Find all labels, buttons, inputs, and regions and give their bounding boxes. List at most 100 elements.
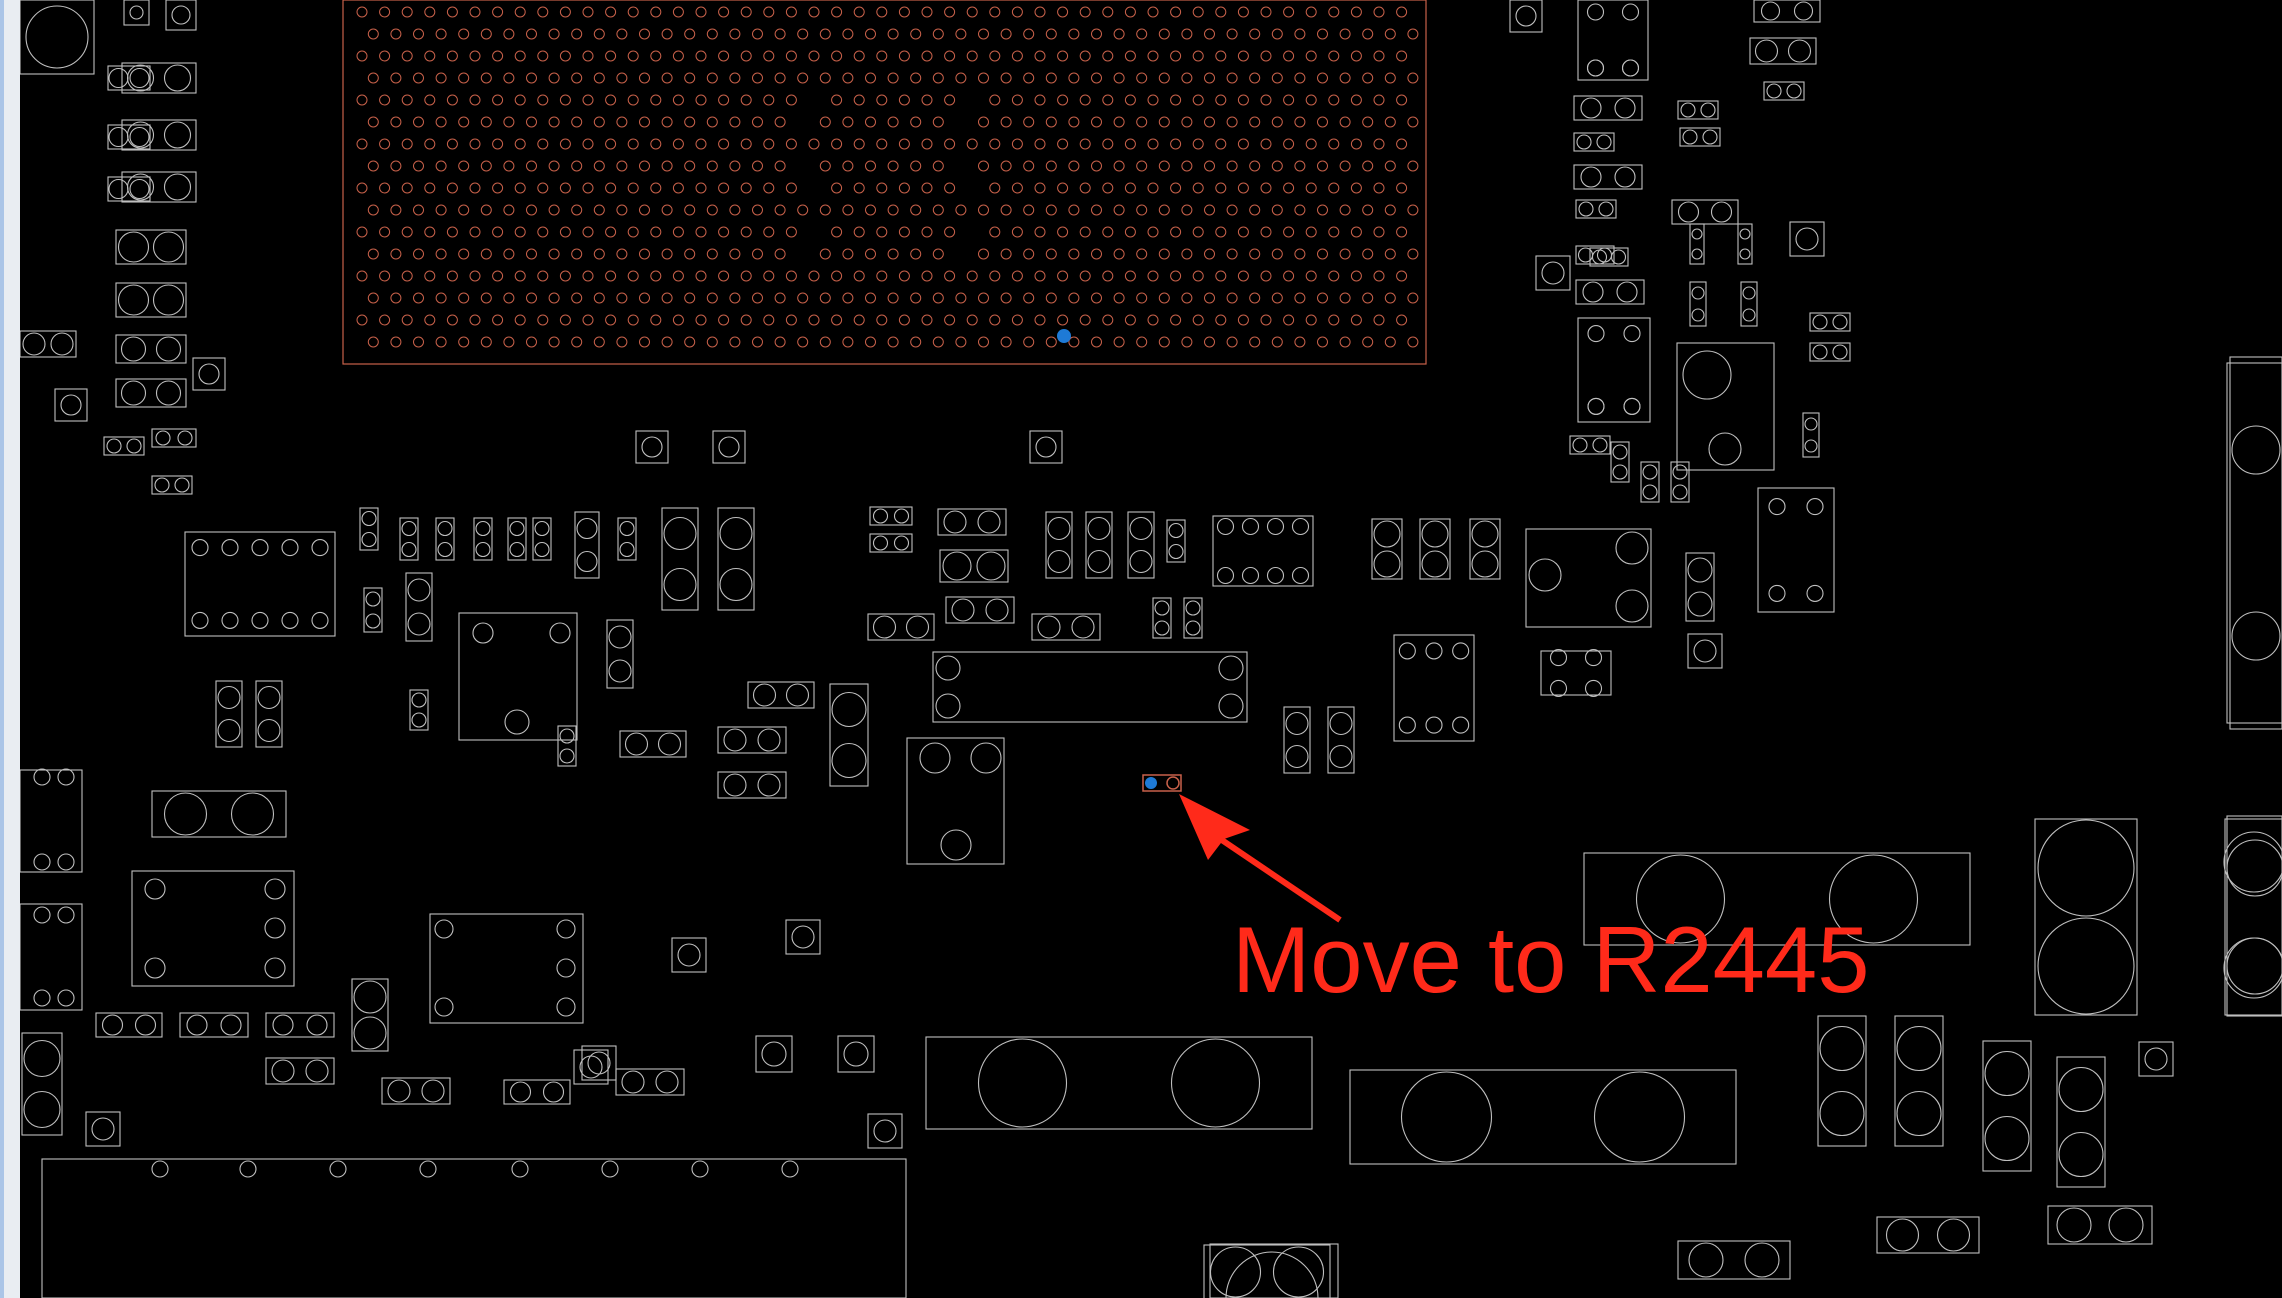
component-pad [1742, 286, 1756, 300]
bga-pad [853, 6, 865, 18]
bga-pad [921, 226, 933, 238]
component-body [619, 730, 687, 758]
bga-pad [752, 336, 763, 348]
bga-pad [616, 160, 628, 172]
bga-pad [718, 138, 730, 150]
component-body [671, 937, 707, 973]
component-body [473, 517, 493, 561]
bga-pad [650, 314, 662, 326]
bga-pad [605, 270, 617, 282]
bga-pad [1328, 94, 1340, 106]
bga-pad [1034, 314, 1046, 326]
component-pad [472, 622, 494, 644]
component-pad [1623, 397, 1641, 415]
component-body [1583, 852, 1971, 946]
bga-pad [1283, 226, 1295, 238]
bga-pad [559, 226, 571, 238]
component-body [1676, 342, 1775, 471]
component-body [184, 531, 336, 637]
bga-pad [1102, 270, 1114, 282]
bga-pad [639, 28, 650, 40]
bga-pad [1407, 248, 1419, 260]
bga-pad [593, 292, 605, 304]
component-pad [1452, 716, 1470, 734]
bga-pad [763, 50, 775, 62]
component-pad [1793, 1, 1814, 21]
bga-pad [887, 248, 899, 260]
bga-pad [752, 116, 763, 128]
bga-pad [1170, 182, 1182, 194]
bga-pad [571, 72, 583, 84]
bga-pad [898, 50, 910, 62]
bga-pad [1215, 270, 1227, 282]
bga-pad [1237, 94, 1249, 106]
bga-pad [695, 182, 707, 194]
component-body [1212, 515, 1314, 587]
bga-pad [1192, 182, 1204, 194]
component-pad [1549, 679, 1568, 697]
bga-pad [1283, 138, 1295, 150]
component-body [363, 587, 383, 633]
bga-pad [1226, 336, 1238, 348]
bga-pad [1249, 28, 1261, 40]
component-pad [977, 1038, 1068, 1128]
component-pad [281, 611, 299, 629]
bga-pad [514, 50, 526, 62]
component-pad [509, 541, 525, 558]
component-pad [305, 1059, 329, 1083]
component-body [747, 681, 815, 709]
sidebar-edge [0, 0, 4, 1298]
component-pad [1071, 615, 1095, 639]
component-body [1540, 650, 1612, 696]
component-pad [22, 332, 46, 356]
component-pad [873, 1119, 897, 1143]
bga-pad [1294, 72, 1306, 84]
bga-pad [605, 182, 617, 194]
component-pad [421, 1079, 445, 1103]
bga-pad [1034, 226, 1046, 238]
arrow-icon [1179, 794, 1342, 923]
board-canvas[interactable] [20, 0, 2282, 1298]
bga-pad [1384, 116, 1396, 128]
bga-pad [492, 50, 504, 62]
bga-pad [627, 94, 639, 106]
bga-pad [1147, 138, 1159, 150]
bga-pad [1294, 248, 1306, 260]
bga-pad [1305, 94, 1317, 106]
bga-pad [627, 138, 639, 150]
bga-pad [1204, 336, 1215, 348]
component-pad [353, 980, 387, 1014]
component-pad [1768, 584, 1786, 602]
component-pad [641, 436, 663, 458]
bga-pad [1237, 6, 1249, 18]
bga-pad [684, 160, 696, 172]
bga-pad [537, 6, 549, 18]
bga-pad [1373, 314, 1385, 326]
bga-pad [514, 138, 526, 150]
component-pad [163, 121, 192, 149]
bga-pad [605, 314, 617, 326]
component-pad [663, 567, 697, 602]
bga-pad [1260, 314, 1272, 326]
component-body [1753, 0, 1821, 23]
component-pad [126, 64, 155, 92]
component-pad [220, 1014, 242, 1036]
bga-pad [797, 336, 809, 348]
component-body [1817, 1015, 1867, 1147]
bga-pad [1204, 204, 1215, 216]
component-body [151, 475, 193, 495]
bga-pad [978, 204, 989, 216]
bga-pad [989, 226, 1001, 238]
bga-pad [424, 50, 436, 62]
bga-pad [582, 6, 594, 18]
bga-pad [1057, 182, 1069, 194]
bga-pad [752, 292, 763, 304]
component-pad [576, 550, 598, 573]
bga-pad [1000, 116, 1012, 128]
component-pad [1154, 600, 1170, 616]
component-pad [434, 997, 454, 1017]
viewer-sidebar-strip[interactable] [0, 0, 20, 1298]
bga-pad [435, 248, 447, 260]
component-body [1575, 199, 1617, 219]
component-body [458, 612, 578, 741]
